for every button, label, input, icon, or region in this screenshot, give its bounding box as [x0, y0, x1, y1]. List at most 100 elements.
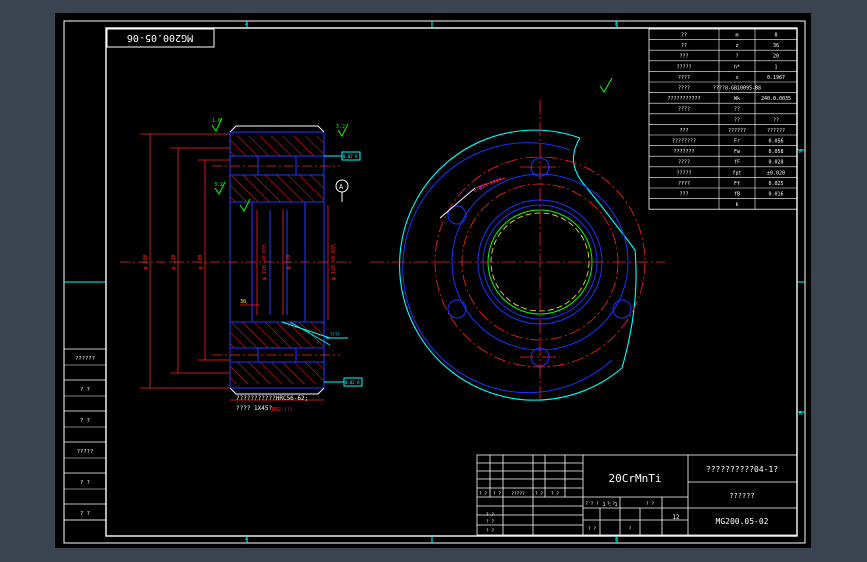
param-cell: x [735, 75, 738, 81]
param-cell: Fr [734, 139, 740, 145]
param-cell: ???? [678, 86, 690, 92]
sheet-background [55, 13, 811, 548]
material-text: 20CrMnTi [609, 472, 662, 485]
title-block-label: ? ? [646, 501, 654, 507]
dim-d3: φ 180 [198, 254, 204, 269]
param-cell: 0.025 [768, 181, 783, 187]
upper-hatch-tooth [230, 136, 324, 156]
param-cell: z [735, 43, 738, 49]
dim-w1: 30 [240, 299, 246, 305]
param-cell: 36 [773, 43, 779, 49]
tolerance-2: 0.02 A [345, 380, 360, 385]
param-cell: ??????? [673, 149, 694, 155]
title-block-label: ? ? [486, 519, 494, 525]
drawing-number: MG200.05-02 [716, 517, 769, 526]
title-block-label: ????? [511, 491, 525, 497]
title-block-label: ? ? [535, 491, 543, 497]
border-mark-right-b: B [799, 411, 802, 417]
border-mark-top-right: 8 [615, 22, 618, 28]
param-cell: ±0.020 [767, 170, 785, 176]
param-cell: ??????????? [667, 96, 700, 102]
param-cell: h* [734, 64, 740, 70]
hardness-note: ???????????HRC56-62; [236, 395, 308, 402]
title-block-label: ? ? [479, 491, 487, 497]
rough-top-1: 1.6 [212, 118, 221, 124]
param-cell: k [735, 202, 738, 208]
param-cell: fF [734, 160, 740, 166]
dim-d1: φ 288 [143, 254, 149, 269]
lower-hatch-tooth [230, 362, 324, 384]
param-cell: ?? [681, 43, 687, 49]
rotated-code-box: MG200.05-06 [106, 28, 215, 48]
title-block-labels: ? ?? ??????? ?? ?? ?? ?? ?? ? ?? ?? ?? ?… [479, 491, 654, 534]
param-cell: ?? [734, 117, 740, 123]
left-table-cell: ? ? [80, 480, 90, 486]
left-table-cell: ? ? [80, 387, 90, 393]
param-cell: ???? [678, 75, 690, 81]
title-line-2: ?????? [729, 492, 754, 500]
border-mark-bottom-left: 4 [245, 537, 248, 543]
param-cell: 240.0.0035 [761, 96, 791, 102]
title-block-label: ? ? ? [585, 501, 599, 507]
left-table: ??????? ?? ??????? ?? ? [64, 348, 106, 521]
callout-note: ???? [330, 332, 340, 337]
title-block-label: ? ? [551, 491, 559, 497]
param-cell: Ff [734, 181, 740, 187]
rough-side: 3.2 [214, 182, 223, 188]
lower-hatch-web [230, 322, 324, 348]
param-cell: Wk [734, 96, 740, 102]
param-cell: ???? [678, 160, 690, 166]
title-line-1: ??????????04-1? [706, 465, 778, 474]
dim-d6: φ 120 +0.035 [331, 244, 337, 280]
weight-value: 1 : 1 [602, 502, 617, 508]
overall-rough: 3.2 (?) [272, 407, 293, 413]
param-cell: ????8-GB10095-88 [713, 86, 761, 92]
param-cell: 1 [774, 64, 777, 70]
param-cell: 8 [774, 33, 777, 39]
param-cell: ?? [734, 107, 740, 113]
title-block-label: ? ? [588, 526, 596, 532]
param-cell: 0.028 [768, 160, 783, 166]
param-cell: ???? [678, 107, 690, 113]
title-block-label: ? ? [607, 501, 615, 507]
title-block-label: ? [629, 526, 632, 532]
datum-a: A [339, 183, 344, 191]
drawing-frame [63, 20, 806, 544]
param-cell: 20 [773, 54, 779, 60]
chamfer-note: ???? 1X45? [236, 405, 273, 412]
param-cell: ??? [679, 128, 688, 134]
dim-d4: φ 120 +0.035 [262, 244, 268, 280]
param-cell: ??? [679, 192, 688, 198]
rotated-code-text: MG200.05-06 [127, 32, 193, 43]
border-mark-bottom-right: 8 [615, 537, 618, 543]
param-cell: 0.1967 [767, 75, 785, 81]
dim-w2: 60 [272, 407, 278, 413]
param-cell: Fw [734, 149, 741, 155]
tolerance-1: 0.02 A [343, 154, 358, 159]
param-cell: fB [734, 192, 740, 198]
left-table-cell: ? ? [80, 418, 90, 424]
param-cell: 0.016 [768, 192, 783, 198]
border-mark-top-left: 4 [245, 22, 248, 28]
param-cell: ?? [773, 117, 779, 123]
param-cell: ?????? [728, 128, 746, 134]
title-block-label: ? ? [486, 528, 494, 534]
param-cell: ??? [679, 54, 688, 60]
title-block-label: ? ? [486, 512, 494, 518]
param-cell: ? [735, 54, 738, 60]
left-table-cell: ? ? [80, 511, 90, 517]
section-view: φ 288 φ 230 φ 180 φ 120 +0.035 φ 110 φ 1… [120, 117, 363, 413]
param-cell: ?????? [767, 128, 785, 134]
param-cell: fpt [732, 170, 741, 176]
left-table-cell: ????? [77, 449, 94, 455]
param-cell: 0.056 [768, 139, 783, 145]
param-cell: m [735, 33, 738, 39]
dim-d2: φ 230 [171, 254, 177, 269]
front-view: 6-φ17 ???? [370, 77, 665, 401]
param-cell: ???? [678, 181, 690, 187]
param-cell: ???????? [672, 139, 696, 145]
rough-top-2: 3.2 [336, 124, 345, 130]
param-cell: ?? [681, 33, 687, 39]
param-cell: ????? [676, 170, 691, 176]
